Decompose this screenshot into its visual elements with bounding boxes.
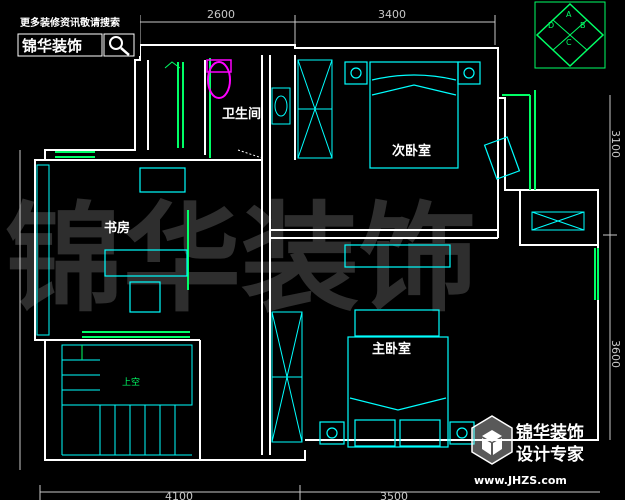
watermark-text: 锦华装饰 (5, 190, 477, 328)
brand-box (17, 33, 103, 57)
compass-icon (534, 1, 606, 69)
stair-label: 上空 (122, 376, 140, 388)
dim-bottom-left: 4100 (165, 490, 193, 500)
balcony-cabinet (531, 211, 585, 231)
staircase (61, 344, 193, 456)
second-bedroom-bed (344, 61, 521, 180)
search-button[interactable] (103, 33, 135, 57)
compass-b: B (580, 21, 586, 30)
dim-bottom-right: 3500 (380, 490, 408, 500)
compass-c: C (566, 38, 572, 47)
dim-top-right: 3400 (378, 8, 406, 21)
bathroom-fixtures (164, 59, 291, 159)
room-label-master-bedroom: 主卧室 (372, 341, 411, 357)
dim-right-upper: 3100 (609, 130, 622, 158)
shower-icon (164, 61, 181, 69)
badge-brand-name: 锦华装饰 (516, 422, 584, 443)
room-label-second-bedroom: 次卧室 (392, 143, 431, 159)
header-slogan: 更多装修资讯敬请搜索 (20, 16, 120, 29)
windows (55, 58, 599, 338)
dimension-lines (19, 15, 617, 500)
basin-icon (271, 87, 291, 125)
search-icon (109, 36, 130, 56)
badge-tagline: 设计专家 (516, 444, 584, 465)
header-brand: 锦华装饰 (22, 37, 82, 55)
toilet-icon (207, 61, 231, 99)
brand-badge-icon (471, 415, 513, 465)
watermark-url: www.JHZS.com (474, 474, 567, 487)
study-furniture (104, 167, 188, 313)
wardrobes (36, 59, 333, 443)
master-bedroom-furniture (319, 244, 475, 448)
dim-top-left: 2600 (207, 8, 235, 21)
dim-right-lower: 3600 (609, 340, 622, 368)
compass-d: D (548, 21, 554, 30)
room-label-bathroom: 卫生间 (222, 106, 261, 122)
room-label-study: 书房 (104, 220, 130, 236)
walls (34, 44, 599, 461)
compass-a: A (566, 10, 572, 19)
